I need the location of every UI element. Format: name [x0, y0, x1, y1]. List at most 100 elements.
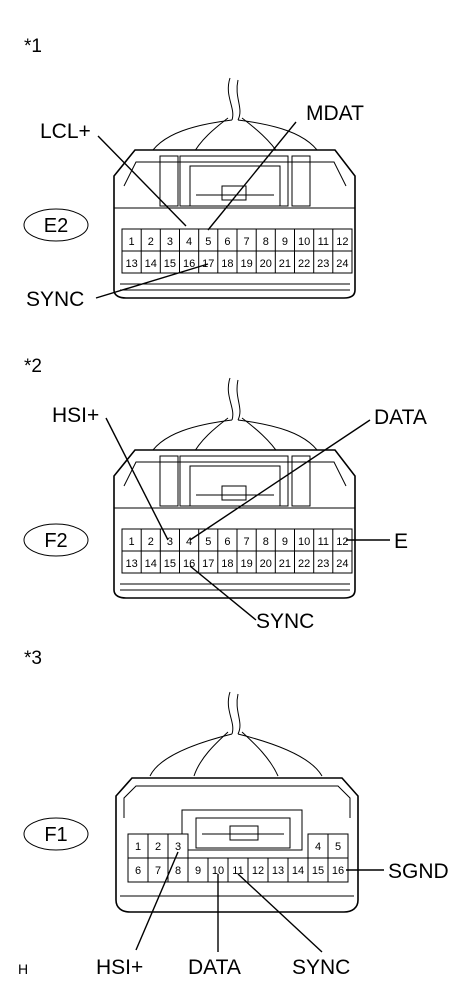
- callout-sync-f1: SYNC: [292, 956, 350, 979]
- pin-f2-18: 18: [221, 558, 233, 570]
- pin-f1-1: 1: [135, 841, 141, 853]
- pin-f2-8: 8: [263, 536, 269, 548]
- pin-f2-14: 14: [145, 558, 157, 570]
- pin-f2-23: 23: [317, 558, 329, 570]
- connector-body-f2: [113, 449, 356, 599]
- pin-e2-16: 16: [183, 258, 195, 270]
- leader-line-mdat: [207, 121, 297, 231]
- leader-line-sync-f2: [189, 565, 257, 621]
- pin-grid-e2: 1 2 3 4 5 6 7 8 9 10 11 12 13 14 15 16 1…: [121, 228, 353, 274]
- callout-sgnd: SGND: [388, 860, 449, 883]
- callout-mdat: MDAT: [306, 102, 364, 125]
- connector-body-e2: [113, 149, 356, 299]
- pin-f1-15: 15: [312, 865, 324, 877]
- pin-f1-13: 13: [272, 865, 284, 877]
- callout-e: E: [394, 530, 408, 553]
- pin-f1-12: 12: [252, 865, 264, 877]
- pin-e2-8: 8: [263, 236, 269, 248]
- pin-e2-15: 15: [164, 258, 176, 270]
- pin-f2-21: 21: [279, 558, 291, 570]
- connector-id-oval-f2: [23, 523, 89, 557]
- pin-e2-14: 14: [145, 258, 157, 270]
- leader-line-hsi-f1: [135, 851, 179, 951]
- pin-e2-17: 17: [202, 258, 214, 270]
- pin-e2-13: 13: [125, 258, 137, 270]
- pin-e2-1: 1: [129, 236, 135, 248]
- leader-line-sync-f1: [237, 873, 323, 953]
- connector-id-e2: E2: [44, 215, 68, 237]
- pin-f2-9: 9: [282, 536, 288, 548]
- pin-f1-7: 7: [155, 865, 161, 877]
- pin-e2-18: 18: [221, 258, 233, 270]
- pin-f1-2: 2: [155, 841, 161, 853]
- pin-f2-11: 11: [318, 536, 329, 548]
- pin-f1-6: 6: [135, 865, 141, 877]
- pin-e2-4: 4: [186, 236, 192, 248]
- pin-f2-3: 3: [167, 536, 173, 548]
- pin-e2-21: 21: [279, 258, 291, 270]
- pin-f2-13: 13: [125, 558, 137, 570]
- wire-harness-f2: [147, 377, 323, 459]
- pin-grid-f1: 1 2 3 4 5 6 7 8 9 10 11 12 13 14 15 16: [127, 833, 349, 883]
- pin-f1-9: 9: [195, 865, 201, 877]
- section-marker-2: *2: [24, 356, 42, 377]
- pin-f2-1: 1: [129, 536, 135, 548]
- connector-id-f1: F1: [44, 824, 67, 846]
- callout-data-f2: DATA: [374, 406, 427, 429]
- pin-e2-11: 11: [318, 236, 329, 248]
- callout-hsi-f2: HSI+: [52, 404, 99, 427]
- leader-line-data-f2: [189, 419, 371, 541]
- pin-f1-3: 3: [175, 841, 181, 853]
- pin-e2-6: 6: [224, 236, 230, 248]
- section-e2: *1: [23, 36, 364, 311]
- pin-f2-6: 6: [224, 536, 230, 548]
- pin-e2-19: 19: [240, 258, 252, 270]
- pin-f2-10: 10: [298, 536, 310, 548]
- pin-f1-16: 16: [332, 865, 344, 877]
- connector-id-oval-f1: [23, 817, 89, 851]
- pin-e2-23: 23: [317, 258, 329, 270]
- callout-lcl: LCL+: [40, 120, 91, 143]
- pin-f1-8: 8: [175, 865, 181, 877]
- pin-f2-20: 20: [260, 558, 272, 570]
- pin-f2-5: 5: [205, 536, 211, 548]
- pin-e2-7: 7: [244, 236, 250, 248]
- callout-hsi-f1: HSI+: [96, 956, 143, 979]
- pin-f2-17: 17: [202, 558, 214, 570]
- pin-e2-5: 5: [205, 236, 211, 248]
- pin-f2-24: 24: [336, 558, 348, 570]
- callout-sync-e2: SYNC: [26, 288, 84, 311]
- pin-f2-22: 22: [298, 558, 310, 570]
- pin-f2-12: 12: [336, 536, 348, 548]
- pin-f1-4: 4: [315, 841, 321, 853]
- pin-f1-10: 10: [212, 865, 224, 877]
- pin-f2-19: 19: [240, 558, 252, 570]
- pin-grid-f2: 1 2 3 4 5 6 7 8 9 10 11 12 13 14 15 16 1…: [121, 528, 353, 574]
- callout-data-f1: DATA: [188, 956, 241, 979]
- leader-line-hsi-f2: [105, 417, 169, 541]
- leader-line-lcl: [97, 135, 187, 227]
- pin-e2-20: 20: [260, 258, 272, 270]
- section-f2: *2: [23, 356, 427, 633]
- wire-harness-f1: [149, 691, 323, 777]
- leader-line-sync-e2: [95, 263, 209, 299]
- pin-e2-2: 2: [148, 236, 154, 248]
- pin-f1-14: 14: [292, 865, 304, 877]
- callout-sync-f2: SYNC: [256, 610, 314, 633]
- footer-code: H: [18, 961, 28, 977]
- connector-id-f2: F2: [44, 530, 67, 552]
- pin-e2-24: 24: [336, 258, 348, 270]
- section-f1: *3: [18, 648, 449, 979]
- section-marker-3: *3: [24, 648, 42, 669]
- pin-e2-10: 10: [298, 236, 310, 248]
- pin-e2-9: 9: [282, 236, 288, 248]
- pin-f2-2: 2: [148, 536, 154, 548]
- pin-f1-11: 11: [232, 865, 243, 877]
- pin-f2-7: 7: [244, 536, 250, 548]
- pin-e2-3: 3: [167, 236, 173, 248]
- section-marker-1: *1: [24, 36, 42, 57]
- pin-f2-15: 15: [164, 558, 176, 570]
- pin-f1-5: 5: [335, 841, 341, 853]
- pin-e2-12: 12: [336, 236, 348, 248]
